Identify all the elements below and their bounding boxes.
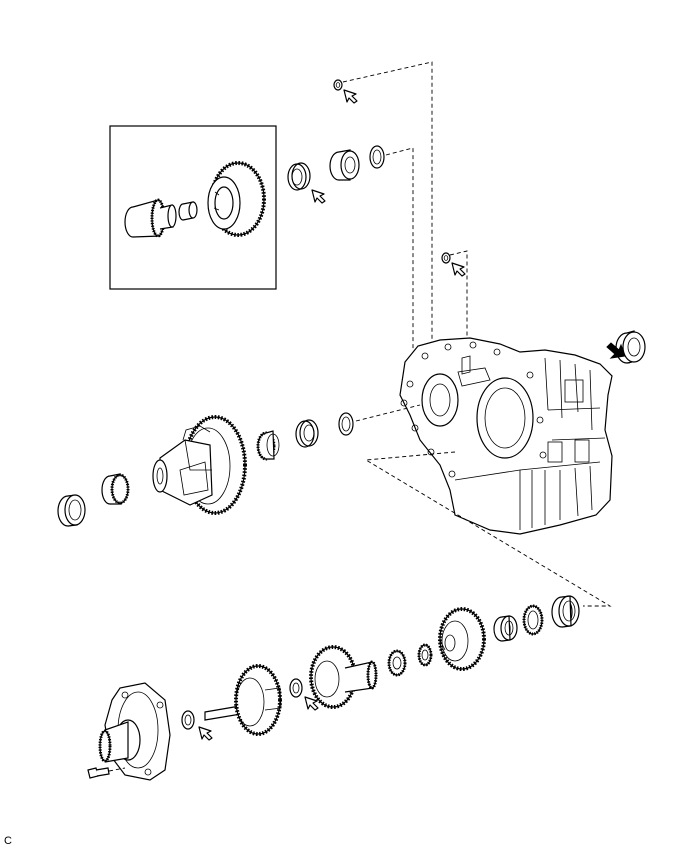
counter-drive-gear	[309, 645, 378, 709]
figure-corner-label: C	[4, 835, 12, 847]
diff-bearing-race-right	[295, 419, 319, 448]
mid-o-ring	[441, 252, 451, 264]
inset-detail-box	[109, 125, 277, 290]
diff-bearing-right	[256, 430, 280, 461]
pinion-shaft	[124, 198, 177, 238]
upper-bearing	[329, 149, 360, 181]
hollow-arrow-icon	[198, 726, 213, 741]
oil-pump-cover	[98, 682, 171, 781]
bolt	[87, 767, 110, 779]
leader-line	[364, 451, 612, 607]
leader-line	[385, 147, 414, 350]
diff-shim	[338, 412, 354, 436]
leader-line	[355, 404, 421, 422]
hollow-arrow-icon	[311, 189, 326, 204]
lock-nut	[387, 649, 407, 677]
leader-line	[342, 61, 433, 345]
thrust-washer	[181, 710, 195, 730]
hollow-arrow-icon	[304, 696, 319, 711]
upper-bearing-race	[369, 145, 385, 169]
tapered-roller-bearing-b	[522, 604, 544, 636]
diff-bearing-left	[101, 473, 130, 505]
spacer	[178, 201, 198, 221]
top-o-ring	[333, 79, 343, 91]
leader-line	[449, 250, 468, 360]
differential-case-assembly	[152, 415, 247, 515]
diff-bearing-race-left	[57, 494, 86, 527]
input-shaft-gear	[204, 664, 282, 736]
leader-line	[108, 767, 126, 772]
hollow-arrow-icon	[451, 262, 466, 277]
upper-oil-seal	[287, 162, 311, 191]
outer-bearing-race	[551, 595, 580, 628]
transaxle-case	[399, 337, 613, 535]
counter-driven-gear	[438, 607, 486, 671]
spacer-ring	[289, 678, 303, 698]
tapered-roller-bearing-a	[493, 615, 518, 642]
inset-ring-gear	[207, 161, 266, 237]
hollow-arrow-icon	[343, 89, 358, 104]
parking-gear	[417, 643, 433, 667]
